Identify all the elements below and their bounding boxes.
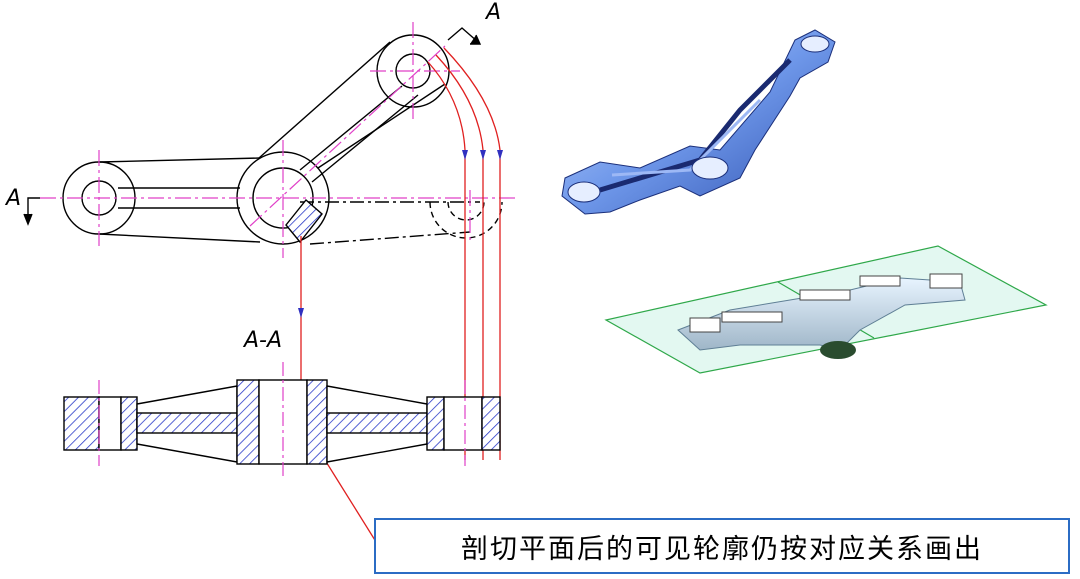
section-label-top: A [486, 0, 502, 25]
isometric-model [561, 29, 836, 215]
annotation-text: 剖切平面后的可见轮廓仍按对应关系画出 [461, 533, 983, 565]
top-view-centerlines [40, 22, 515, 258]
projection-lines [299, 47, 501, 546]
section-view-title: A-A [244, 328, 283, 353]
section-arrows [23, 27, 482, 226]
annotation-box: 剖切平面后的可见轮廓仍按对应关系画出 [374, 518, 1070, 574]
section-label-left: A [6, 186, 22, 211]
cut-model [604, 245, 1048, 374]
section-view [63, 379, 501, 465]
top-view [62, 34, 503, 245]
section-centerlines [98, 362, 466, 480]
